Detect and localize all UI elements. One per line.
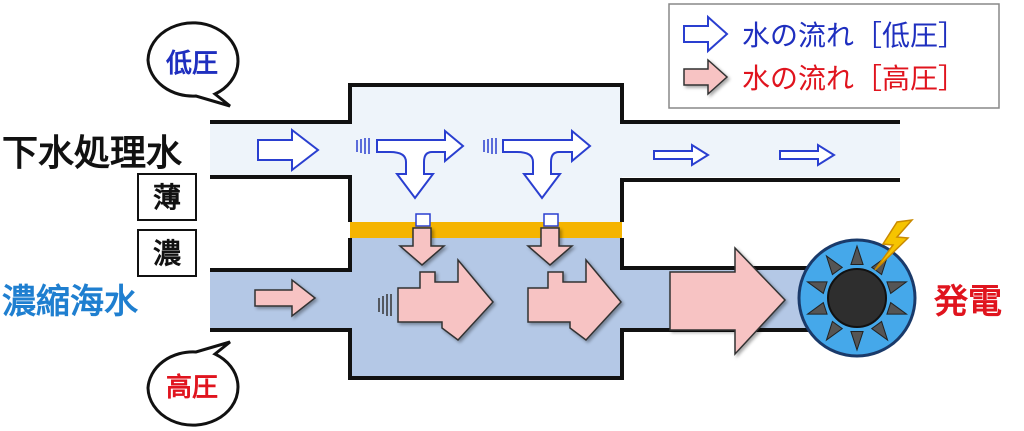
- legend: 水の流れ［低圧］ 水の流れ［高圧］: [668, 3, 1000, 109]
- pipe-outline-upper: [210, 83, 900, 222]
- dilute-label: 薄: [153, 181, 181, 214]
- flow-arrow-outlet-1: [653, 143, 710, 167]
- turbine-blade: [886, 301, 908, 315]
- sewage-water-label: 下水処理水: [2, 133, 183, 174]
- flow-arrow-split-1: [376, 128, 465, 200]
- turbine-feed-arrow: [669, 246, 787, 356]
- turbine-blade: [850, 244, 864, 266]
- permeate-arrow-2: [525, 227, 575, 266]
- low-pressure-flow-arrows: [257, 127, 836, 200]
- high-pressure-bubble: 高圧: [146, 340, 240, 427]
- flow-arrow-outlet-2: [779, 143, 836, 167]
- turbine: [797, 238, 917, 358]
- turbine-blade: [850, 330, 864, 352]
- flow-arrow-inlet: [257, 127, 320, 173]
- turbine-blade: [825, 254, 844, 276]
- legend-low-arrow-icon: [683, 14, 729, 54]
- concentrated-label: 濃: [153, 237, 182, 270]
- turbine-blade: [806, 301, 828, 315]
- legend-high-label: 水の流れ［高圧］: [742, 62, 966, 95]
- motion-lines-low: [356, 138, 497, 154]
- low-pressure-label: 低圧: [165, 49, 218, 79]
- brine-inlet-arrow: [254, 278, 317, 318]
- lightning-icon: [874, 218, 914, 271]
- motion-lines-high: [378, 294, 392, 316]
- merged-arrow-1: [397, 257, 494, 342]
- turbine-blade: [806, 281, 828, 295]
- permeate-arrow-1: [397, 227, 447, 266]
- legend-low-label: 水の流れ［低圧］: [742, 19, 966, 52]
- low-pressure-bubble: 低圧: [146, 21, 240, 108]
- power-generation-label: 発電: [934, 282, 1002, 322]
- flow-arrow-split-2: [502, 128, 592, 200]
- membrane: [350, 222, 622, 238]
- legend-high-arrow-icon: [683, 58, 729, 96]
- high-pressure-flow-arrows: [254, 227, 787, 356]
- concentrated-box: 濃: [137, 229, 197, 277]
- brine-label: 濃縮海水: [2, 282, 139, 322]
- dilute-box: 薄: [137, 173, 197, 221]
- turbine-blade: [886, 281, 908, 295]
- merged-arrow-2: [527, 257, 622, 342]
- turbine-blade: [870, 320, 889, 342]
- turbine-blade: [825, 320, 844, 342]
- permeation-connectors: [415, 213, 559, 227]
- high-pressure-label: 高圧: [166, 372, 218, 403]
